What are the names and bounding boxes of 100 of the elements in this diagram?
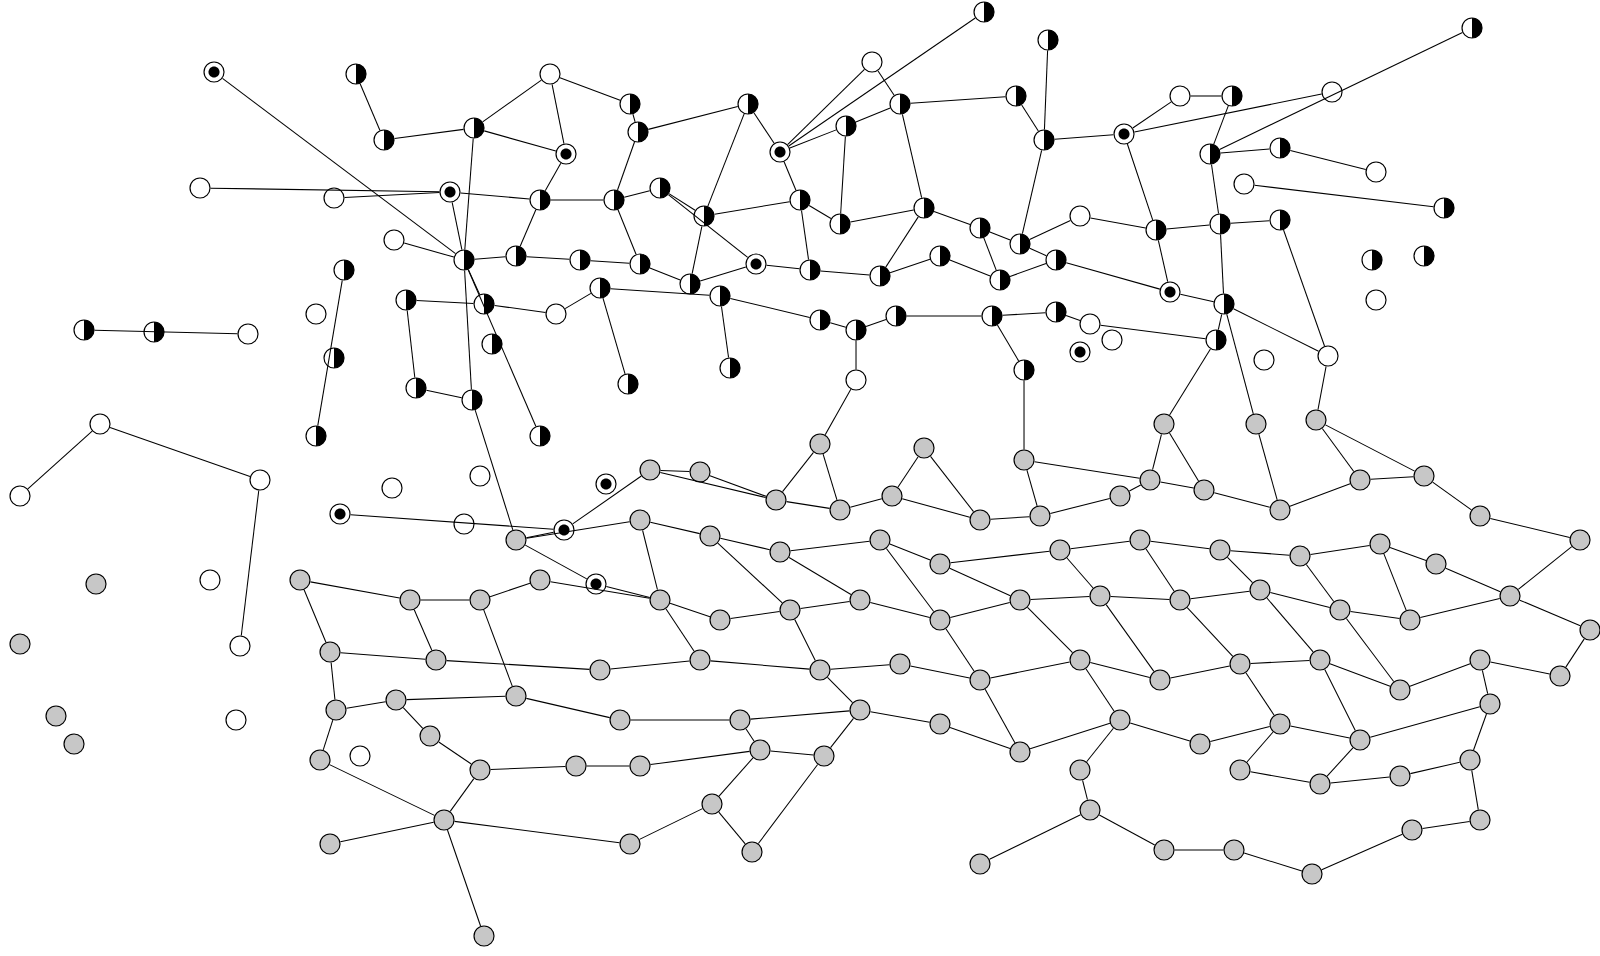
hollow-circle <box>1253 349 1275 371</box>
connector-line <box>1159 481 1195 489</box>
connector-line <box>713 201 791 215</box>
shaded-circle <box>1269 713 1291 735</box>
half-filled-circle <box>323 347 345 369</box>
half-filled-circle <box>1199 143 1221 165</box>
dotted-circle <box>1113 123 1135 145</box>
connector-line <box>1169 665 1231 679</box>
connector-line <box>1021 149 1043 235</box>
shaded-circle <box>689 649 711 671</box>
connector-line <box>454 820 621 844</box>
connector-line <box>1309 545 1371 555</box>
connector-line <box>996 324 1020 362</box>
shaded-circle <box>1229 759 1251 781</box>
shaded-circle <box>1369 533 1391 555</box>
connector-line <box>1389 547 1427 561</box>
connector-line <box>602 297 626 375</box>
half-filled-circle <box>1205 329 1227 351</box>
connector-line <box>493 304 547 314</box>
shaded-circle <box>749 739 771 761</box>
connector-line <box>329 764 435 816</box>
shaded-circle <box>529 569 551 591</box>
connector-line <box>820 270 870 276</box>
connector-line <box>865 318 887 328</box>
shaded-circle <box>849 589 871 611</box>
connector-line <box>824 388 852 436</box>
connector-line <box>801 209 810 261</box>
shaded-circle <box>619 833 641 855</box>
hollow-circle <box>381 477 403 499</box>
half-filled-circle <box>789 189 811 211</box>
shaded-circle <box>1139 469 1161 491</box>
shaded-circle <box>1549 665 1571 687</box>
half-filled-circle <box>845 319 867 341</box>
connector-line <box>877 70 895 96</box>
connector-line <box>1246 731 1274 763</box>
shaded-circle <box>1305 409 1327 431</box>
connector-line <box>420 599 470 601</box>
shaded-circle <box>289 569 311 591</box>
half-filled-circle <box>589 277 611 299</box>
connector-line <box>309 581 401 599</box>
connector-line <box>1369 706 1481 738</box>
connector-line <box>1345 617 1395 683</box>
half-filled-circle <box>885 305 907 327</box>
hollow-circle <box>1317 345 1339 367</box>
shaded-circle <box>319 833 341 855</box>
connector-line <box>525 521 631 539</box>
shaded-circle <box>881 485 903 507</box>
connector-line <box>1030 596 1090 600</box>
connector-line <box>949 567 1011 597</box>
half-filled-circle <box>405 377 427 399</box>
connector-line <box>425 389 463 399</box>
shaded-circle <box>1329 599 1351 621</box>
connector-line <box>1033 461 1141 479</box>
connector-line <box>526 256 570 260</box>
shaded-circle <box>1245 413 1267 435</box>
shaded-circle <box>1109 485 1131 507</box>
connector-line <box>1289 483 1351 507</box>
connector-line <box>1209 726 1271 742</box>
connector-line <box>1419 597 1501 619</box>
connector-line <box>659 471 767 499</box>
connector-line <box>1317 365 1327 411</box>
hollow-circle <box>383 229 405 251</box>
connector-line <box>586 765 630 767</box>
shaded-circle <box>969 509 991 531</box>
hollow-circle <box>225 709 247 731</box>
half-filled-circle <box>73 319 95 341</box>
dotted-circle <box>769 141 791 163</box>
shaded-circle <box>1029 505 1051 527</box>
connector-line <box>525 697 611 719</box>
connector-line <box>1349 610 1401 620</box>
half-filled-circle <box>629 253 651 275</box>
connector-line <box>949 726 1011 750</box>
connector-line <box>788 556 852 596</box>
half-filled-circle <box>1145 219 1167 241</box>
shaded-circle <box>1499 585 1521 607</box>
half-filled-circle <box>693 205 715 227</box>
half-filled-circle <box>1269 137 1291 159</box>
connector-line <box>647 106 739 130</box>
shaded-circle <box>1069 649 1091 671</box>
connector-line <box>1027 606 1074 654</box>
connector-line <box>745 728 755 742</box>
connector-line <box>855 107 891 123</box>
half-filled-circle <box>529 425 551 447</box>
shaded-circle <box>1049 539 1071 561</box>
connector-line <box>109 426 251 478</box>
shaded-circle <box>385 689 407 711</box>
connector-line <box>668 193 696 211</box>
connector-line <box>717 542 783 604</box>
connector-line <box>901 498 971 518</box>
connector-line <box>691 225 703 275</box>
half-filled-circle <box>143 321 165 343</box>
shaded-circle <box>889 653 911 675</box>
connector-line <box>729 297 811 319</box>
connector-line <box>1054 134 1114 140</box>
shaded-circle <box>1309 649 1331 671</box>
connector-line <box>590 260 630 264</box>
connector-line <box>1166 224 1210 230</box>
connector-line <box>1283 229 1326 347</box>
connector-line <box>339 821 435 843</box>
connector-line <box>1082 779 1088 801</box>
